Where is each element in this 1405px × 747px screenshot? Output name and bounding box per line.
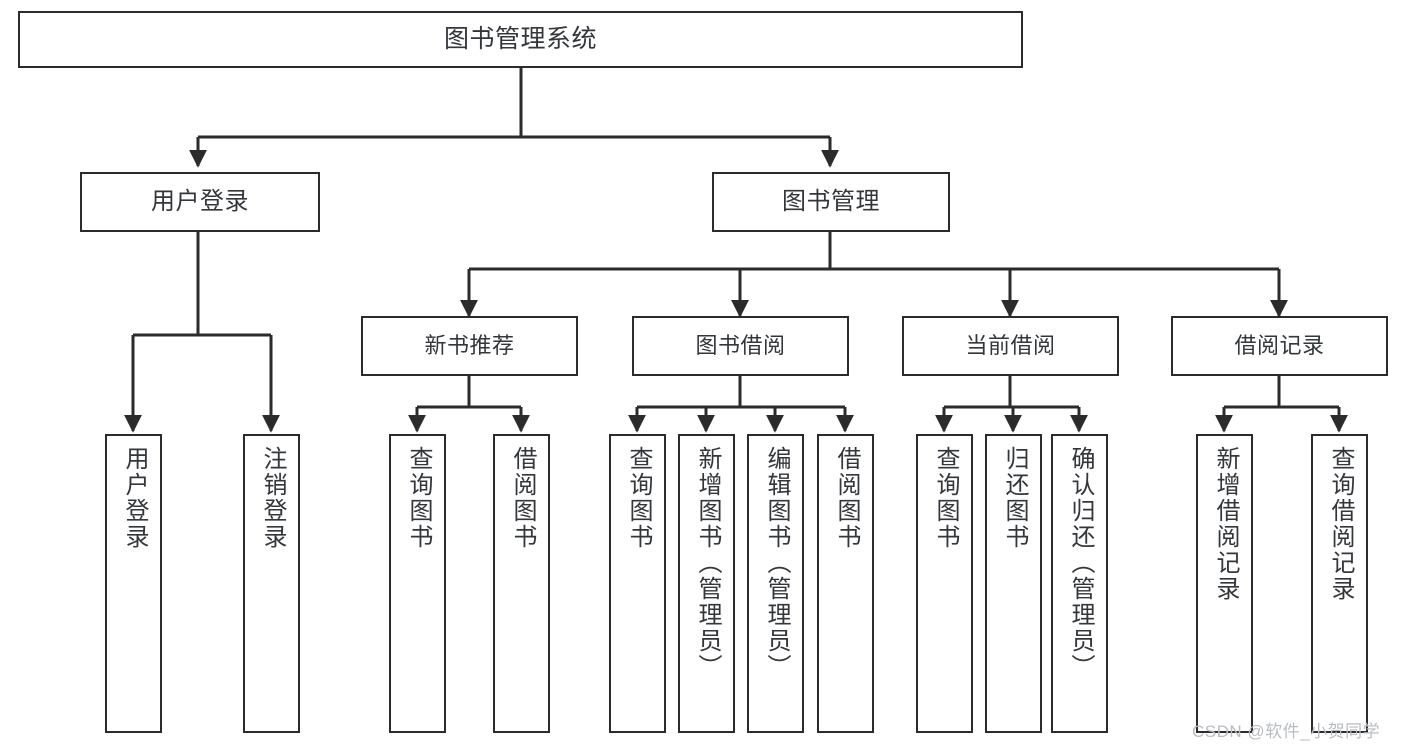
leaf-query-book-borrow[interactable]: 查询图书 — [609, 434, 666, 733]
node-label: 注销登录 — [258, 446, 286, 550]
leaf-user-login[interactable]: 用户登录 — [105, 434, 162, 733]
node-label: 图书管理 — [782, 187, 880, 215]
node-label: 用户登录 — [151, 187, 249, 215]
node-label: 用户登录 — [120, 446, 148, 550]
node-book-management[interactable]: 图书管理 — [712, 172, 950, 232]
node-label: 当前借阅 — [965, 333, 1056, 359]
node-label: 查询图书 — [624, 446, 652, 550]
node-current-borrow[interactable]: 当前借阅 — [902, 316, 1119, 376]
leaf-borrow-book-borrow[interactable]: 借阅图书 — [817, 434, 874, 733]
node-label: 查询图书 — [931, 446, 959, 550]
node-label: 借阅图书 — [832, 446, 860, 550]
leaf-add-book-admin[interactable]: 新增图书（管理员） — [678, 434, 735, 733]
leaf-borrow-book-new-recommend[interactable]: 借阅图书 — [493, 434, 550, 733]
node-label: 查询借阅记录 — [1326, 446, 1354, 602]
leaf-logout-login[interactable]: 注销登录 — [243, 434, 300, 733]
node-user-login[interactable]: 用户登录 — [80, 172, 320, 232]
leaf-add-borrow-record[interactable]: 新增借阅记录 — [1196, 434, 1253, 733]
node-book-borrow[interactable]: 图书借阅 — [632, 316, 849, 376]
node-label: 新书推荐 — [424, 333, 515, 359]
node-label: 新增图书（管理员） — [693, 446, 721, 680]
csdn-watermark: CSDN @软件_小贺同学 — [1192, 722, 1381, 741]
leaf-query-borrow-record[interactable]: 查询借阅记录 — [1311, 434, 1368, 733]
leaf-confirm-return-admin[interactable]: 确认归还（管理员） — [1051, 434, 1108, 733]
node-label: 图书借阅 — [695, 333, 786, 359]
node-label: 借阅图书 — [508, 446, 536, 550]
node-label: 借阅记录 — [1234, 333, 1325, 359]
node-label: 归还图书 — [1000, 446, 1028, 550]
node-book-management-system[interactable]: 图书管理系统 — [18, 11, 1023, 68]
node-label: 编辑图书（管理员） — [762, 446, 790, 680]
node-label: 查询图书 — [404, 446, 432, 550]
node-new-book-recommend[interactable]: 新书推荐 — [361, 316, 578, 376]
leaf-query-book-current[interactable]: 查询图书 — [916, 434, 973, 733]
node-label: 图书管理系统 — [443, 24, 597, 53]
leaf-query-book-new-recommend[interactable]: 查询图书 — [389, 434, 446, 733]
leaf-edit-book-admin[interactable]: 编辑图书（管理员） — [747, 434, 804, 733]
leaf-return-book[interactable]: 归还图书 — [985, 434, 1042, 733]
node-label: 确认归还（管理员） — [1066, 446, 1094, 680]
node-borrow-record[interactable]: 借阅记录 — [1171, 316, 1388, 376]
node-label: 新增借阅记录 — [1211, 446, 1239, 602]
